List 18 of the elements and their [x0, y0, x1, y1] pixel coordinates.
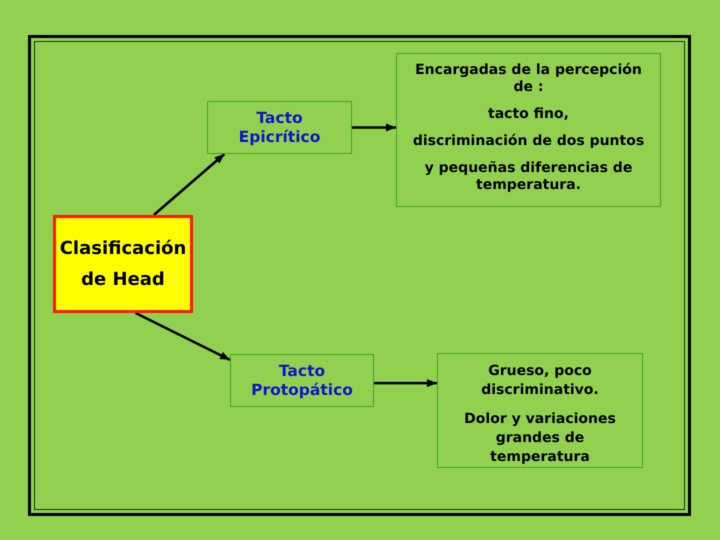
- arrow: [374, 379, 437, 388]
- box-title: Tacto Epicrítico: [238, 108, 322, 146]
- box-text: discriminación de dos puntos: [412, 133, 644, 150]
- description-box: [437, 353, 643, 468]
- topic-box: [207, 101, 352, 154]
- box-text: Dolor y variaciones grandes de temperatura: [463, 410, 617, 467]
- box-text: Encargadas de la percepción de :: [414, 62, 643, 96]
- arrow: [352, 124, 396, 132]
- box-title: Clasificación de Head: [60, 237, 186, 292]
- box-title: Tacto Protopático: [250, 362, 354, 400]
- box-text: y pequeñas diferencias de temperatura.: [424, 160, 634, 194]
- arrow: [135, 312, 231, 361]
- topic-box: [230, 354, 374, 407]
- box-text: tacto fino,: [488, 106, 569, 123]
- box-text: Grueso, poco discriminativo.: [480, 362, 600, 400]
- arrow: [152, 153, 226, 216]
- description-box: [396, 53, 661, 207]
- highlighted-box: [53, 215, 193, 313]
